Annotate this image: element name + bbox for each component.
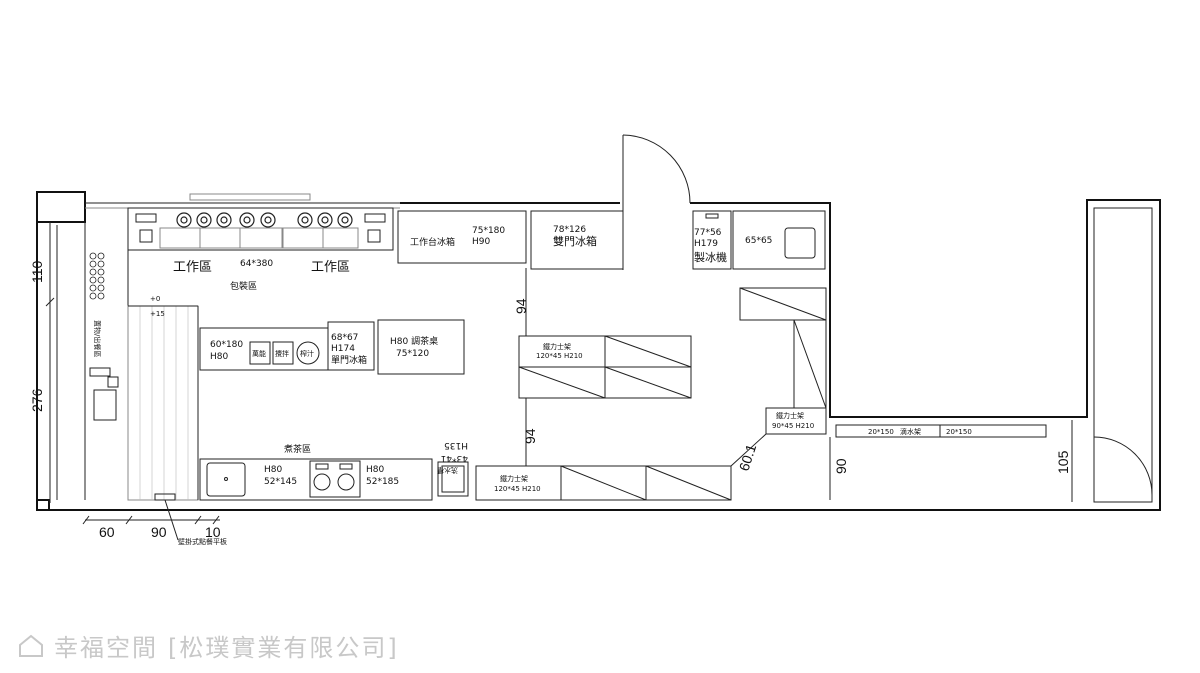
packing-label: 包裝區 [230, 280, 257, 292]
outer-walls [36, 191, 1161, 511]
dim-94-bottom: 94 [522, 428, 538, 444]
prep-island: 60*180 H80 萬能 攪拌 榨汁 68*67 H174 單門冰箱 H80 … [199, 319, 465, 375]
stove-height: H80 [366, 465, 384, 475]
boil-area-label: 煮茶區 [284, 443, 311, 455]
plus15-label: +15 [150, 310, 165, 318]
worktable-fridge-label: 工作台冰箱 [410, 236, 455, 248]
dim-60: 60 [99, 524, 115, 540]
single-fridge-label: 單門冰箱 [331, 354, 367, 366]
side-door [1093, 436, 1153, 500]
ice-size: 77*56 [694, 228, 722, 238]
bottom-counter: H80 52*145 H80 52*185 煮茶區 洗水槽 43*41 H135 [199, 440, 469, 501]
dim-90-vertical: 90 [833, 458, 849, 474]
rack3-name: 鐵力士架 [776, 411, 804, 420]
dim-94-top: 94 [513, 298, 529, 314]
drain-right: 20*150 [946, 428, 972, 436]
stove-size: 52*185 [366, 477, 399, 487]
house-logo-icon [19, 634, 43, 657]
drain-rack: 20*150 滴水架 20*150 [835, 424, 1047, 438]
wash-height: H135 [444, 440, 468, 450]
dim-276: 276 [29, 388, 45, 412]
prep-height: H80 [210, 352, 228, 362]
rack3-size: 90*45 H210 [772, 422, 814, 430]
drain-name: 滴水架 [900, 427, 921, 436]
rack1-name: 鐵力士架 [543, 342, 571, 351]
sink-size: 52*145 [264, 477, 297, 487]
rack2-size: 120*45 H210 [494, 485, 541, 493]
dim-90: 90 [151, 524, 167, 540]
rack-middle: 鐵力士架 120*45 H210 [518, 268, 692, 466]
single-fridge-size: 68*67 [331, 333, 358, 343]
work-area-right-label: 工作區 [311, 260, 350, 275]
brand-name: 幸福空間 [54, 634, 158, 662]
display-column: 置物/出餐區 [89, 252, 119, 421]
counter-size-label: 64*380 [240, 259, 273, 269]
watermark-footer: 幸福空間 [松璞實業有限公司] [18, 628, 399, 663]
prep-size: 60*180 [210, 340, 243, 350]
rack-right: 鐵力士架 90*45 H210 [730, 287, 827, 467]
callout-tablet: 壁掛式點餐平板 [178, 537, 227, 546]
floor-walkway: +0 +15 [127, 295, 199, 501]
rack2-name: 鐵力士架 [500, 474, 528, 483]
ice-height: H179 [694, 239, 718, 249]
top-counter: 工作區 64*380 工作區 包裝區 [127, 207, 394, 292]
sink-height: H80 [264, 465, 282, 475]
dimension-lines: 110 276 60 90 10 壁掛式點餐平板 94 94 60.1 90 1… [29, 222, 1073, 546]
brew-machine-label: 萬能 [252, 349, 266, 358]
juicer-label: 榨汁 [300, 349, 314, 358]
plus0-label: +0 [150, 295, 160, 303]
wash-sink-label: 洗水槽 [437, 466, 458, 475]
company-name: [松璞實業有限公司] [168, 634, 399, 662]
double-fridge-label: 雙門冰箱 [553, 234, 597, 248]
dim-60-1: 60.1 [736, 442, 760, 473]
worktable-height: H90 [472, 237, 490, 247]
wash-size: 43*41 [441, 453, 468, 463]
tea-table-label: H80 調茶桌 [390, 335, 438, 347]
worktable-size: 75*180 [472, 226, 505, 236]
dim-110: 110 [29, 260, 45, 283]
square-65-label: 65*65 [745, 236, 772, 246]
ice-machine-label: 製冰機 [694, 250, 727, 264]
entry-door [622, 134, 691, 270]
rack-bottom: 鐵力士架 120*45 H210 [475, 465, 732, 501]
single-fridge-height: H174 [331, 344, 355, 354]
tea-table-size: 75*120 [396, 349, 429, 359]
display-label: 置物/出餐區 [93, 320, 102, 357]
drain-left: 20*150 [868, 428, 894, 436]
mixer-label: 攪拌 [275, 349, 289, 358]
dim-10: 10 [205, 524, 221, 540]
double-fridge-size: 78*126 [553, 225, 586, 235]
work-area-left-label: 工作區 [173, 260, 212, 275]
rack1-size: 120*45 H210 [536, 352, 583, 360]
fridges-top: 工作台冰箱 75*180 H90 78*126 雙門冰箱 77*56 H179 … [397, 210, 826, 270]
dim-105: 105 [1055, 450, 1071, 474]
